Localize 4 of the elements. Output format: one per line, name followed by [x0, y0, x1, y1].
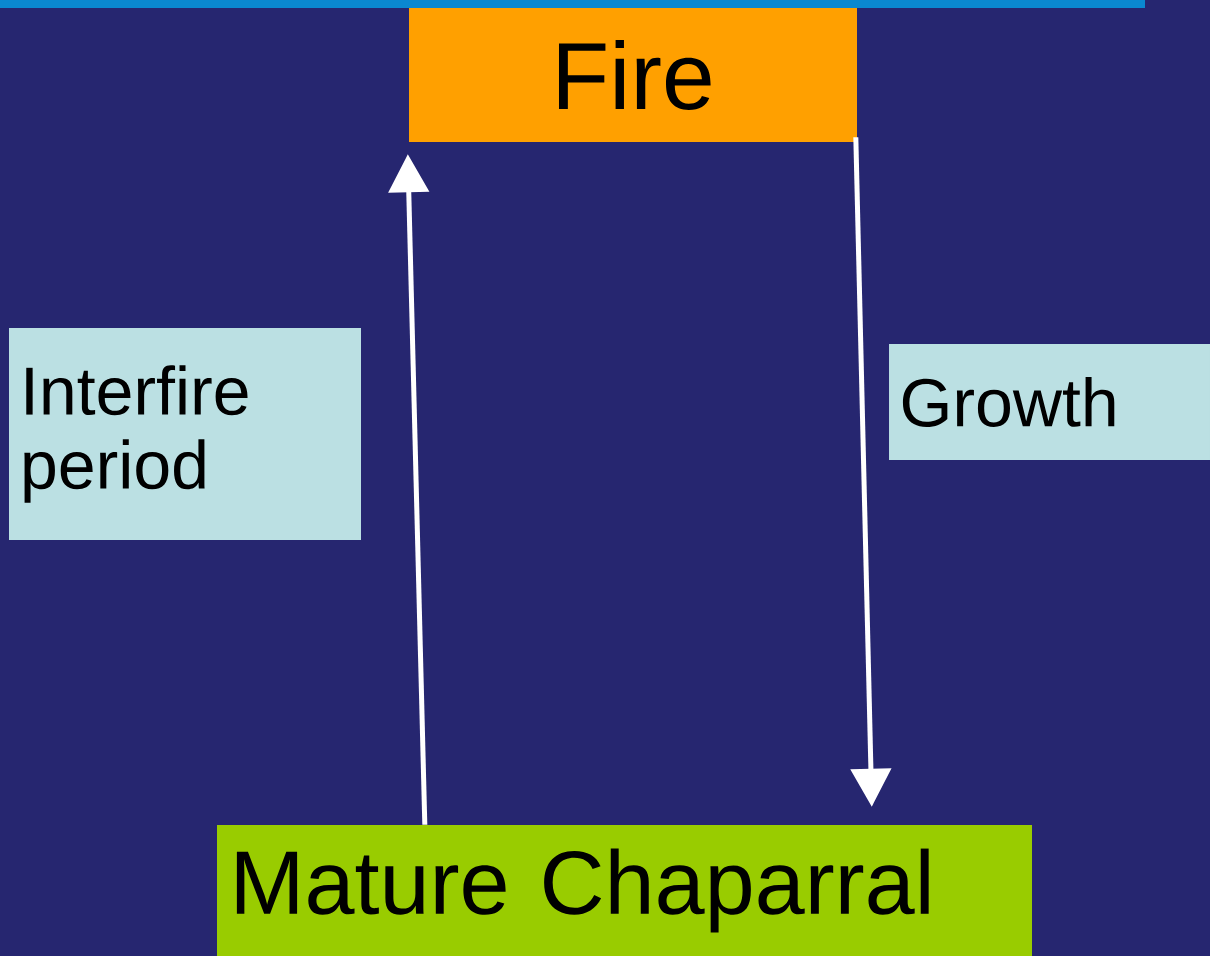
label-box: Mature Chaparral — [217, 825, 1032, 956]
label-box: Interfire period — [9, 328, 361, 540]
label-box: Fire — [409, 8, 857, 142]
label-box: Growth — [889, 344, 1210, 460]
